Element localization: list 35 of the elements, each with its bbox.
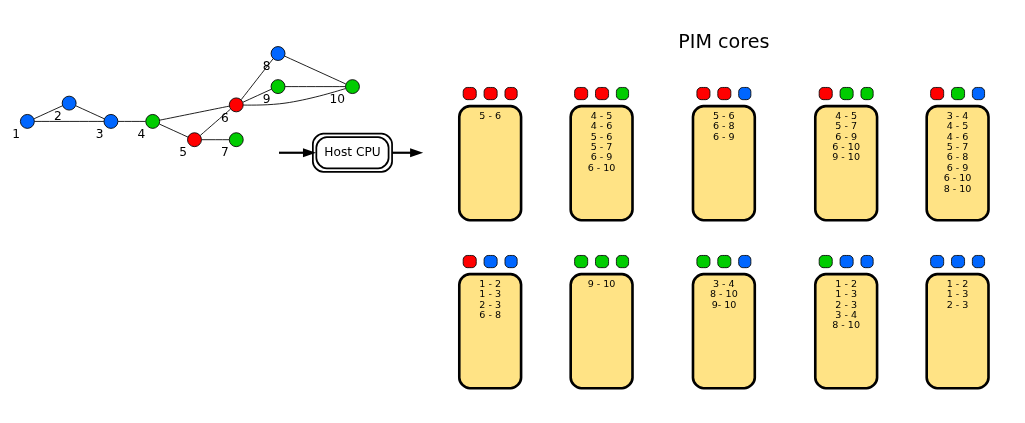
connector xyxy=(199,108,231,136)
node-circle xyxy=(228,97,244,113)
node-circle xyxy=(61,95,77,111)
node-circle xyxy=(228,132,244,148)
node-circle xyxy=(270,79,286,94)
arrow xyxy=(392,148,424,158)
node-label: 3 xyxy=(95,127,104,142)
node-label: 7 xyxy=(221,145,229,160)
node-circle xyxy=(145,114,161,129)
connector xyxy=(75,105,105,120)
connector xyxy=(159,105,230,121)
connector xyxy=(284,86,346,88)
connector xyxy=(33,120,105,122)
node-label: 4 xyxy=(137,127,146,142)
connector xyxy=(159,123,189,138)
connector xyxy=(284,55,347,85)
node-circle xyxy=(270,46,286,61)
node-circle xyxy=(187,132,202,148)
connector xyxy=(240,58,274,101)
label: PIM cores xyxy=(678,29,770,53)
connector xyxy=(242,88,346,106)
node-label: 9 xyxy=(262,92,271,107)
node-circle xyxy=(19,114,35,129)
connector xyxy=(33,105,64,120)
node-circle xyxy=(103,114,119,129)
node-circle xyxy=(345,79,360,94)
node-label: 1 xyxy=(12,127,20,142)
node-label: 5 xyxy=(179,145,188,160)
node-label: 6 xyxy=(221,110,229,125)
node-label: 2 xyxy=(53,108,62,123)
connector xyxy=(242,88,272,103)
connector xyxy=(201,139,230,141)
connector xyxy=(117,120,146,122)
node-label: 10 xyxy=(329,92,345,107)
arrow xyxy=(278,148,317,158)
